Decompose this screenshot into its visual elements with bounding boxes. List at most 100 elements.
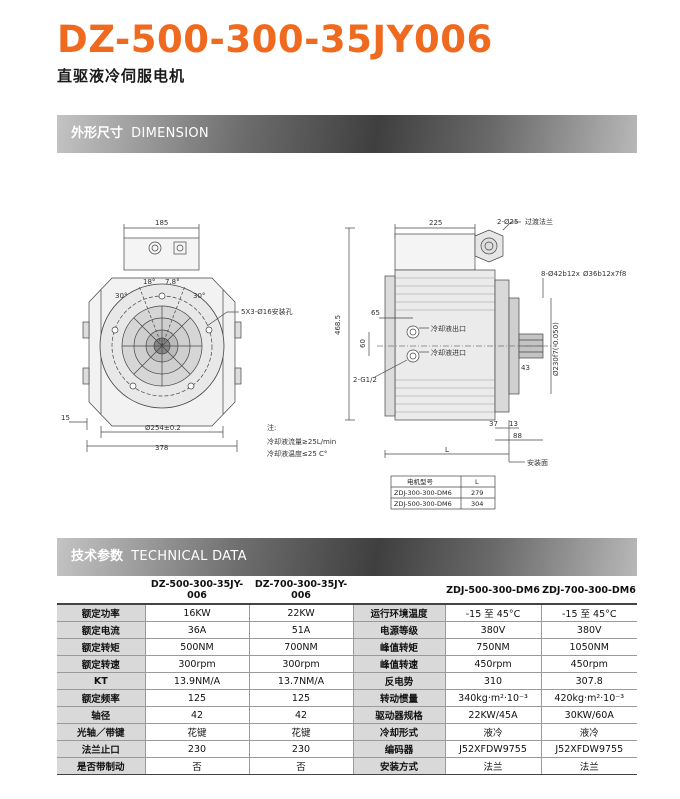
spec-label: 额定转矩 [57, 638, 146, 656]
drawing-svg: 185 5X3-Ø16安装孔 15 Ø254±0.2 378 30° 18° 7… [61, 217, 626, 510]
technical-title-en: TECHNICAL DATA [131, 549, 247, 564]
table-row: 光轴／带键 花键 花键 冷却形式 液冷 液冷 [57, 723, 637, 741]
dim-60: 60 [359, 339, 367, 348]
model-subtitle: 直驱液冷伺服电机 [57, 67, 186, 85]
dim-88: 88 [513, 432, 522, 440]
table-row: 额定转矩 500NM 700NM 峰值转矩 750NM 1050NM [57, 638, 637, 656]
spec-value: 法兰 [540, 757, 637, 775]
dim-225: 225 [429, 219, 442, 227]
spec-header-cell: DZ-500-300-35JY-006 [145, 577, 249, 605]
spec-label: 法兰止口 [57, 740, 146, 758]
spec-value: 13.7NM/A [248, 672, 354, 690]
spec-value: 51A [248, 621, 354, 639]
spec-value: 700NM [248, 638, 354, 656]
spec-label: 转动惯量 [352, 689, 446, 707]
spec-value: 否 [144, 757, 250, 775]
spec-value: 花键 [248, 723, 354, 741]
dim-13: 13 [509, 420, 518, 428]
table-row: 额定功率 16KW 22KW 运行环境温度 -15 至 45°C -15 至 4… [57, 603, 637, 622]
spec-value: 307.8 [540, 672, 637, 690]
spec-value: 30KW/60A [540, 706, 637, 724]
connector-square [173, 241, 187, 255]
spec-value: 500NM [144, 638, 250, 656]
spec-value: 36A [144, 621, 250, 639]
spec-header-cell: DZ-700-300-35JY-006 [249, 577, 353, 605]
spec-label: 峰值转矩 [352, 638, 446, 656]
spec-header-cell [57, 577, 145, 605]
spec-value: 230 [248, 740, 354, 758]
spec-value: 否 [248, 757, 354, 775]
note-temp: 冷却液温度≤25 C° [267, 449, 327, 458]
length-table-header-l: L [475, 478, 479, 486]
technical-section-header: 技术参数 TECHNICAL DATA [57, 538, 637, 576]
spec-value: -15 至 45°C [540, 603, 637, 622]
spec-label: 额定电流 [57, 621, 146, 639]
spec-value: 液冷 [444, 723, 542, 741]
dim-2-25: 2-Ø25 [497, 218, 518, 226]
dim-mounting-holes: 5X3-Ø16安装孔 [241, 307, 293, 316]
dim-l: L [445, 446, 449, 454]
dim-230: Ø230f7(-0.050) [552, 322, 560, 376]
spec-value: 42 [248, 706, 354, 724]
dim-185: 185 [155, 219, 168, 227]
dim-2-g1-2: 2-G1/2 [353, 376, 377, 384]
spec-value: 310 [444, 672, 542, 690]
spec-table: DZ-500-300-35JY-006 DZ-700-300-35JY-006 … [57, 577, 637, 775]
spec-value: 法兰 [444, 757, 542, 775]
terminal-box-front [123, 237, 200, 271]
spec-header-cell [353, 577, 445, 605]
dim-43: 43 [521, 364, 530, 372]
angle-30-right: 30° [193, 292, 205, 300]
technical-title-cn: 技术参数 [71, 549, 124, 564]
spec-label: 峰值转速 [352, 655, 446, 673]
label-transition-flange: 过渡法兰 [525, 217, 553, 226]
table-row: 额定转速 300rpm 300rpm 峰值转速 450rpm 450rpm [57, 655, 637, 673]
dim-8-42: 8-Ø42b12x [541, 270, 580, 278]
dimension-title-en: DIMENSION [131, 126, 209, 141]
label-coolant-out: 冷却液出口 [431, 324, 466, 333]
label-coolant-in: 冷却液进口 [431, 348, 466, 357]
spec-value: 340kg·m²·10⁻³ [444, 689, 542, 707]
spec-label: 安装方式 [352, 757, 446, 775]
dim-37: 37 [489, 420, 498, 428]
spec-value: 750NM [444, 638, 542, 656]
table-row: 额定电流 36A 51A 电源等级 380V 380V [57, 621, 637, 639]
length-table-model-2: ZDJ-500-300-DM6 [394, 500, 452, 508]
spec-value: 22KW/45A [444, 706, 542, 724]
table-row: 法兰止口 230 230 编码器 J52XFDW9755 J52XFDW9755 [57, 740, 637, 758]
label-mounting-face: 安装面 [527, 458, 548, 467]
dim-378: 378 [155, 444, 168, 452]
spec-value: J52XFDW9755 [444, 740, 542, 758]
terminal-box-side [394, 233, 476, 271]
connector-front [148, 241, 162, 255]
length-table-l-1: 279 [471, 489, 483, 497]
table-row: 额定频率 125 125 转动惯量 340kg·m²·10⁻³ 420kg·m²… [57, 689, 637, 707]
spec-label: 运行环境温度 [352, 603, 446, 622]
spec-value: -15 至 45°C [444, 603, 542, 622]
spec-value: 450rpm [444, 655, 542, 673]
spec-label: KT [57, 672, 146, 690]
spec-value: 液冷 [540, 723, 637, 741]
spec-label: 轴径 [57, 706, 146, 724]
spec-value: 380V [444, 621, 542, 639]
spec-label: 电源等级 [352, 621, 446, 639]
spec-value: 125 [248, 689, 354, 707]
dimension-section-header: 外形尺寸 DIMENSION [57, 115, 637, 153]
spec-value: 420kg·m²·10⁻³ [540, 689, 637, 707]
angle-18: 18° [143, 278, 155, 286]
spec-header-cell: ZDJ-700-300-DM6 [541, 577, 637, 605]
dim-15: 15 [61, 414, 70, 422]
spec-label: 编码器 [352, 740, 446, 758]
spec-value: 230 [144, 740, 250, 758]
spec-value: 16KW [144, 603, 250, 622]
spec-label: 反电势 [352, 672, 446, 690]
spec-value: J52XFDW9755 [540, 740, 637, 758]
angle-7-8: 7.8° [165, 278, 180, 286]
spec-label: 冷却形式 [352, 723, 446, 741]
spec-value: 125 [144, 689, 250, 707]
spec-label: 额定频率 [57, 689, 146, 707]
dimension-drawing: 185 5X3-Ø16安装孔 15 Ø254±0.2 378 30° 18° 7… [57, 200, 637, 520]
length-table-header-model: 电机型号 [407, 477, 434, 486]
spec-value: 22KW [248, 603, 354, 622]
motor-body-side [394, 269, 496, 421]
